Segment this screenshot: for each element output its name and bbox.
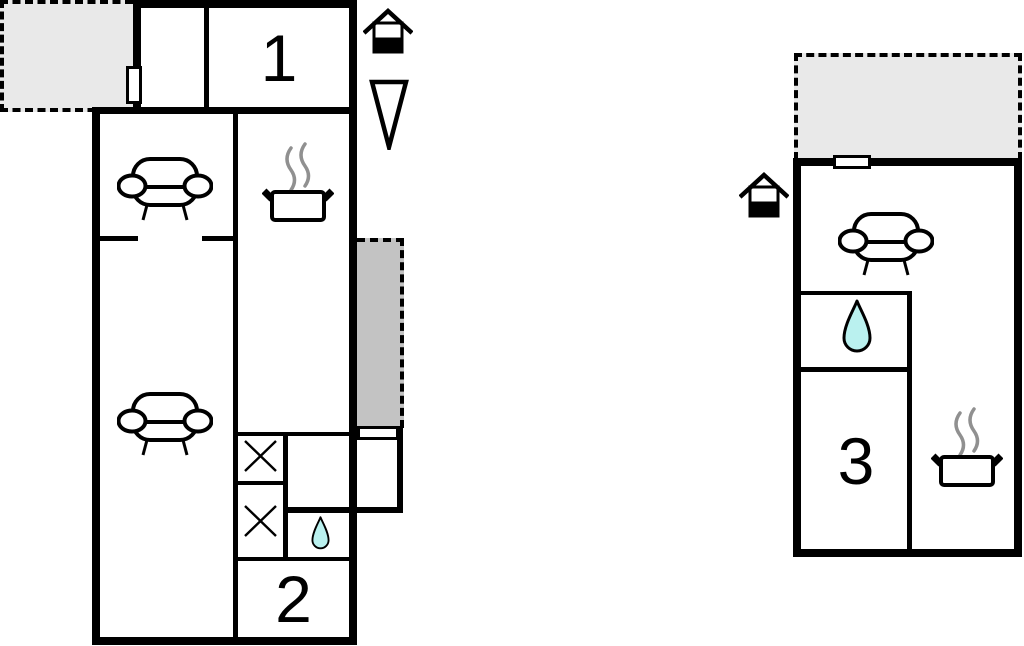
terrace-annex <box>794 53 1022 160</box>
steam-icon <box>968 407 980 453</box>
wall-segment <box>92 637 357 645</box>
wall-segment <box>233 110 238 640</box>
wall-segment <box>793 158 1022 166</box>
wall-segment <box>801 291 908 295</box>
wall-segment <box>238 481 283 485</box>
room-number: 2 <box>275 562 312 636</box>
room-number: 1 <box>260 20 298 95</box>
cooking-pot-icon <box>262 140 334 222</box>
sofa-icon <box>117 156 213 222</box>
steam-icon <box>954 411 966 457</box>
room-label-2: 2 <box>238 561 349 637</box>
wall-segment <box>349 0 357 645</box>
room-label-3: 3 <box>805 372 907 549</box>
door-marker <box>126 66 142 104</box>
wall-segment <box>92 107 357 114</box>
sofa-icon <box>838 211 934 277</box>
wall-segment <box>92 107 100 645</box>
room-label-1: 1 <box>209 8 349 107</box>
room-number: 3 <box>837 423 875 498</box>
steam-icon <box>285 146 297 192</box>
wall-segment <box>92 236 138 241</box>
house-entrance-icon <box>739 170 789 220</box>
wall-segment <box>133 0 141 112</box>
cross-box-icon <box>243 504 278 538</box>
wall-segment <box>204 0 209 110</box>
cross-box-icon <box>243 439 278 473</box>
down-arrow-icon <box>369 79 409 150</box>
wall-segment <box>133 0 357 8</box>
wall-segment <box>907 291 912 549</box>
wall-segment <box>793 549 1022 557</box>
door-marker <box>833 155 871 169</box>
wall-segment <box>283 432 288 561</box>
door-marker <box>357 426 399 440</box>
cooking-pot-icon <box>931 405 1003 487</box>
wall-segment <box>793 158 801 557</box>
water-drop-icon <box>842 298 872 358</box>
wall-segment <box>801 367 908 372</box>
wall-segment <box>288 507 403 513</box>
wall-segment <box>238 557 349 561</box>
sofa-icon <box>117 391 213 457</box>
terrace-main <box>0 0 133 112</box>
water-drop-icon <box>311 516 330 552</box>
wall-segment <box>238 432 349 436</box>
wall-segment <box>1014 158 1022 557</box>
steam-icon <box>299 142 311 188</box>
patio-side <box>357 238 404 428</box>
wall-segment <box>202 236 238 241</box>
wall-segment <box>397 426 403 513</box>
house-entrance-icon <box>363 6 413 56</box>
